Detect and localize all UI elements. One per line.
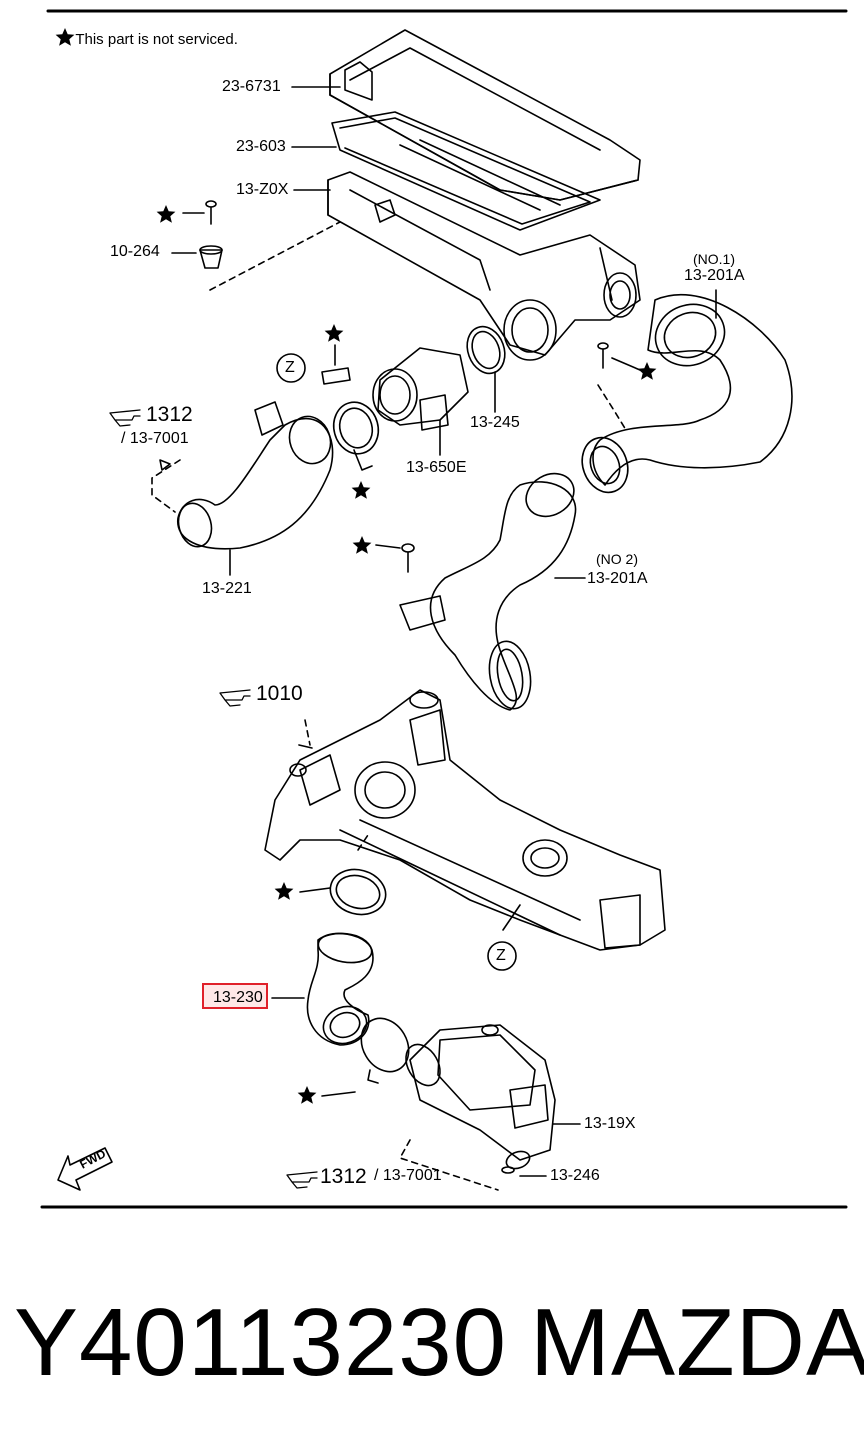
label-13-650e: 13-650E	[406, 459, 467, 476]
air-cleaner-cover	[329, 29, 641, 201]
intake-manifold-1010	[264, 689, 666, 951]
ref-1312-bottom[interactable]: 1312	[320, 1165, 367, 1188]
air-hose-13-230	[271, 932, 374, 1046]
air-cleaner-case	[327, 171, 641, 361]
ref-1010[interactable]: 1010	[256, 682, 303, 705]
label-z-top: Z	[285, 359, 295, 376]
air-hose-13-221	[151, 401, 334, 576]
label-13-7001-top: / 13-7001	[121, 430, 189, 447]
hose-clamp-upper	[332, 401, 380, 471]
airflow-sensor-13-650e	[372, 347, 469, 456]
not-serviced-note: ★ This part is not serviced.	[58, 31, 238, 48]
ref-circle-z-bottom	[487, 941, 517, 971]
label-13-201a-no2: 13-201A	[587, 570, 648, 587]
bolt-right	[597, 342, 641, 371]
label-23-603: 23-603	[236, 138, 286, 155]
exploded-view-diagram	[40, 9, 848, 1209]
label-13-201a-no1: 13-201A	[684, 267, 745, 284]
label-10-264: 10-264	[110, 243, 160, 260]
air-cleaner-element	[331, 111, 601, 231]
part-number: Y40113230	[14, 1289, 508, 1396]
ref-circle-z-top	[276, 353, 306, 383]
label-no2: (NO 2)	[596, 551, 638, 567]
air-duct-13-201a-no2	[375, 472, 586, 711]
grommet-10-264	[171, 245, 223, 269]
ref-1312-top[interactable]: 1312	[146, 403, 193, 426]
label-13-246: 13-246	[550, 1167, 600, 1184]
part-highlight-box	[202, 983, 268, 1009]
hose-clamp-lower	[299, 868, 387, 916]
air-duct-13-201a-no1	[581, 289, 793, 494]
pointing-hand-icon	[109, 409, 318, 1189]
label-13-245: 13-245	[470, 414, 520, 431]
gasket-13-246	[399, 1139, 547, 1191]
throttle-adapter-13-19x	[405, 1024, 581, 1161]
label-13-z0x: 13-Z0X	[236, 181, 289, 198]
label-no1: (NO.1)	[693, 251, 735, 267]
label-13-7001-bottom: / 13-7001	[374, 1167, 442, 1184]
leader-dashed-10-264	[209, 221, 341, 291]
label-13-230[interactable]: 13-230	[213, 989, 263, 1006]
fwd-arrow-icon	[57, 1147, 113, 1191]
o-ring-13-245	[466, 325, 506, 413]
label-z-bottom: Z	[496, 947, 506, 964]
star-markers	[55, 28, 657, 1104]
label-23-6731: 23-6731	[222, 78, 281, 95]
label-13-221: 13-221	[202, 580, 252, 597]
hose-clamp-bottom	[321, 1017, 410, 1097]
bolt-13-650e	[321, 344, 351, 385]
brand-name: MAZDA	[530, 1289, 864, 1396]
label-13-19x: 13-19X	[584, 1115, 636, 1132]
bolt-star-top	[182, 200, 217, 225]
